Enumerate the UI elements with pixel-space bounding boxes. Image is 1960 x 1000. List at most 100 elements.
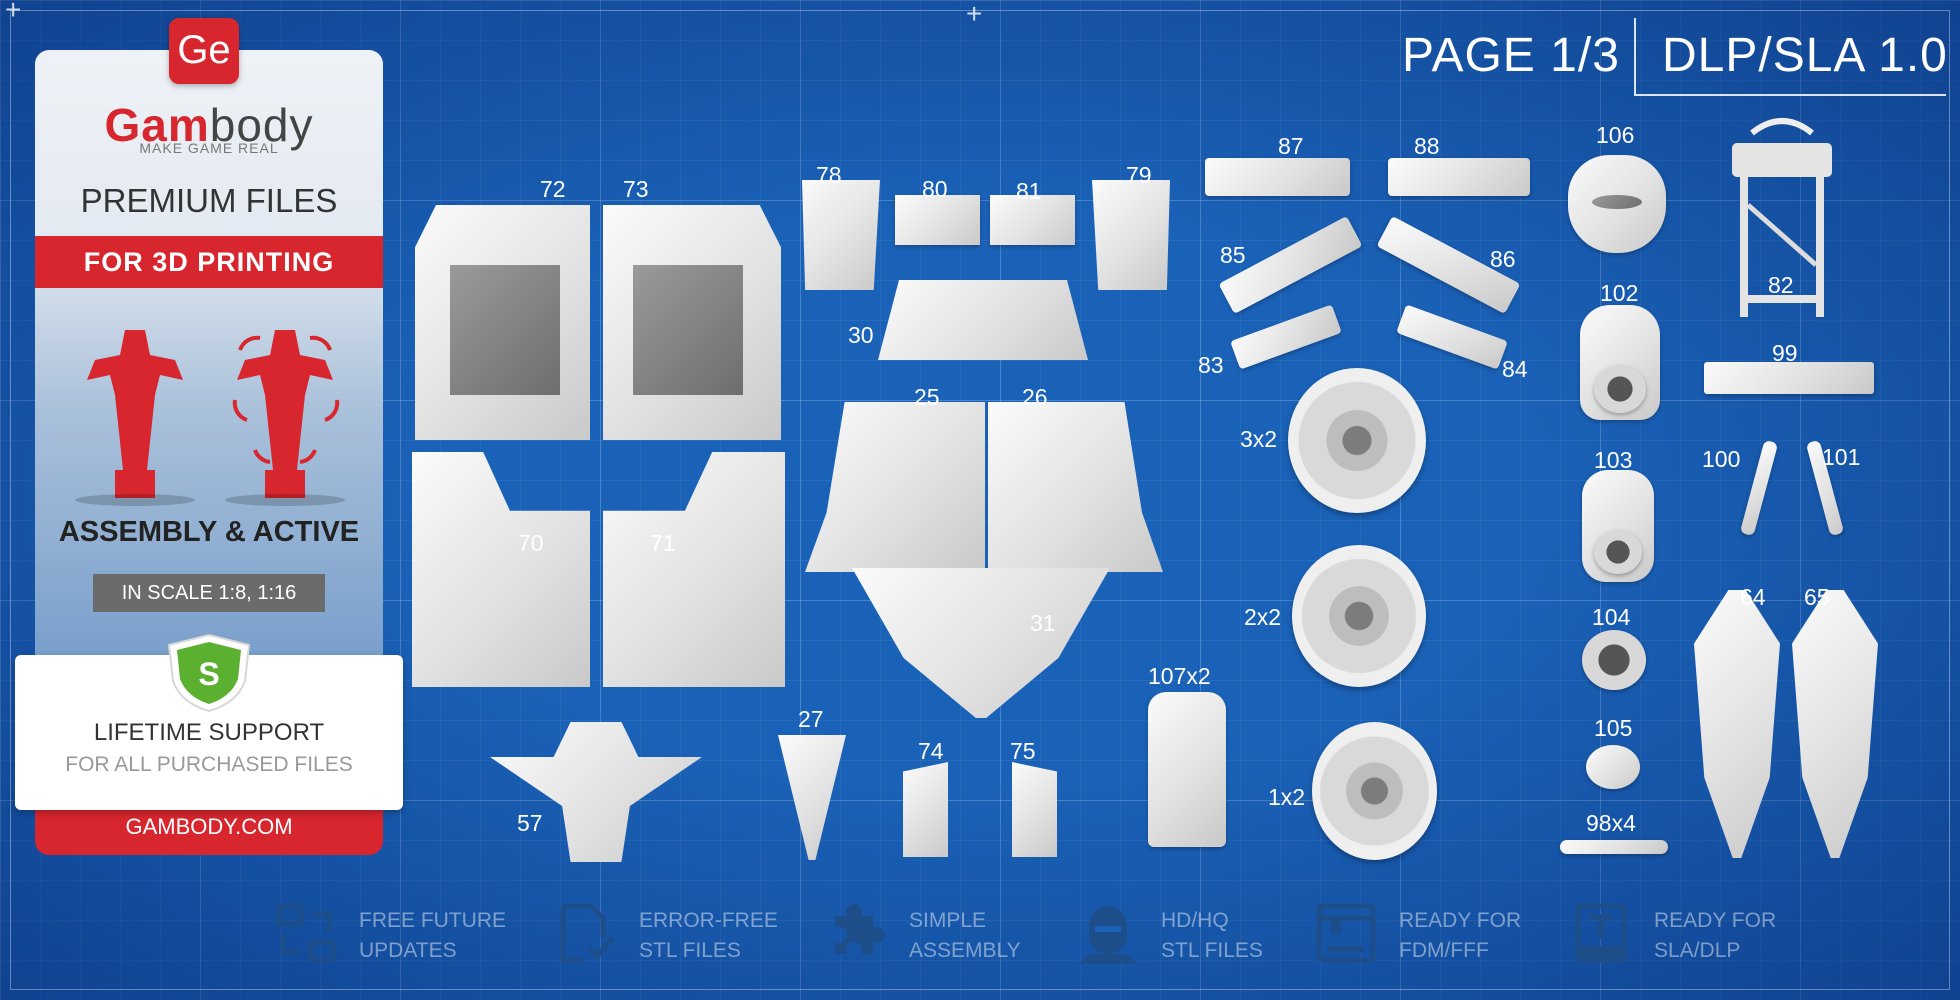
label-73: 73: [623, 176, 649, 202]
label-25: 25: [914, 384, 940, 410]
part-104: [1582, 630, 1646, 690]
label-84: 84: [1502, 356, 1528, 382]
label-wheel-2: 2x2: [1244, 604, 1282, 630]
part-75: [1012, 762, 1057, 857]
part-99: [1704, 362, 1874, 394]
label-75: 75: [1010, 738, 1036, 764]
label-64: 64: [1740, 584, 1766, 610]
crosshair-top: +: [966, 0, 983, 29]
part-80: [895, 195, 980, 245]
for-3d-printing-band: FOR 3D PRINTING: [35, 236, 383, 288]
shield-letter: S: [198, 656, 219, 692]
label-103: 103: [1594, 447, 1633, 473]
part-102: [1580, 305, 1660, 420]
brand-name: Gambody: [35, 98, 383, 152]
label-26: 26: [1022, 384, 1048, 410]
sla-printer-icon: [1575, 903, 1627, 963]
brand-highlight: Gam: [104, 99, 210, 151]
lifetime-support-label: LIFETIME SUPPORT: [93, 719, 325, 746]
label-104: 104: [1592, 604, 1631, 630]
label-70: 70: [518, 530, 544, 556]
wheel-1: [1312, 722, 1437, 860]
brand-tagline: MAKE GAME REAL: [139, 140, 279, 156]
label-86: 86: [1490, 246, 1516, 272]
crosshair-corner: +: [5, 0, 22, 25]
label-106: 106: [1596, 122, 1635, 148]
part-78: [802, 180, 880, 290]
assembly-active-label: ASSEMBLY & ACTIVE: [58, 516, 360, 548]
part-73: [603, 205, 781, 440]
part-107: [1148, 692, 1226, 847]
label-81: 81: [1016, 178, 1042, 204]
brand-rest: body: [209, 99, 314, 151]
label-100: 100: [1702, 446, 1741, 472]
header-underline: [1634, 94, 1946, 96]
gambody-logo-icon: Ge: [169, 18, 239, 84]
header-separator: [1634, 18, 1636, 94]
blueprint-frame: [10, 10, 1950, 990]
label-102: 102: [1600, 280, 1639, 306]
part-30: [878, 280, 1088, 360]
wheel-3: [1288, 368, 1426, 513]
label-82: 82: [1768, 272, 1794, 298]
label-wheel-1: 1x2: [1268, 784, 1306, 810]
wheel-2: [1292, 545, 1426, 687]
label-72: 72: [540, 176, 566, 202]
panel-background: [35, 50, 383, 655]
label-71: 71: [650, 530, 676, 556]
part-87: [1205, 158, 1350, 196]
part-81: [990, 195, 1075, 245]
page-indicator: PAGE 1/3: [1402, 29, 1620, 82]
part-82: [1732, 118, 1832, 317]
label-98: 98x4: [1586, 810, 1636, 836]
support-card: S LIFETIME SUPPORT FOR ALL PURCHASED FIL…: [15, 633, 403, 810]
part-105: [1586, 745, 1640, 789]
part-103: [1582, 470, 1654, 582]
shield-icon: S: [167, 633, 251, 713]
file-check-icon: [560, 903, 615, 963]
label-88: 88: [1414, 133, 1440, 159]
premium-files-label: PREMIUM FILES: [80, 182, 338, 219]
fdm-printer-icon: [1316, 903, 1376, 963]
label-79: 79: [1126, 162, 1152, 188]
label-30: 30: [848, 322, 874, 348]
label-74: 74: [918, 738, 944, 764]
label-101: 101: [1822, 444, 1861, 470]
label-80: 80: [922, 176, 948, 202]
scale-badge: IN SCALE 1:8, 1:16: [93, 574, 325, 612]
label-31: 31: [1030, 610, 1056, 636]
part-79: [1092, 180, 1170, 290]
puzzle-icon: [835, 904, 885, 954]
label-wheel-3: 3x2: [1240, 426, 1278, 452]
label-99: 99: [1772, 340, 1798, 366]
helmet-icon: [1079, 906, 1137, 964]
label-85: 85: [1220, 242, 1246, 268]
label-107: 107x2: [1148, 663, 1211, 689]
part-98: [1560, 840, 1668, 854]
label-78: 78: [816, 162, 842, 188]
label-27: 27: [798, 706, 824, 732]
refresh-icon: [276, 903, 336, 963]
part-74: [903, 762, 948, 857]
label-57: 57: [517, 810, 543, 836]
label-83: 83: [1198, 352, 1224, 378]
promo-panel: Ge Gambody MAKE GAME REAL PREMIUM FILES …: [15, 18, 403, 855]
label-65: 65: [1804, 584, 1830, 610]
articulated-figure-icon: [75, 330, 345, 506]
part-72: [415, 205, 590, 440]
part-88: [1388, 158, 1530, 196]
purchased-files-label: FOR ALL PURCHASED FILES: [65, 753, 353, 776]
